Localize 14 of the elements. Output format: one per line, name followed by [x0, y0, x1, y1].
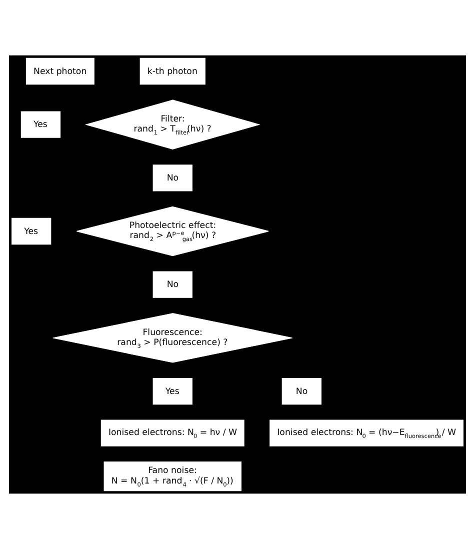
node-box: Yes	[11, 217, 51, 244]
node-diamond: Photoelectric effect: rand$_{2}$ > A$^{p−e}$$_{gas}$(hν) ?	[76, 206, 268, 256]
node-box: No	[152, 270, 192, 298]
node-box: Ionised electrons: N$_{0}$ = (hν−E$_{fluorescence}$) / W	[269, 419, 463, 446]
node-box: No	[281, 377, 321, 404]
node-box: Yes	[20, 110, 60, 138]
node-diamond: Filter: rand$_{1}$ > T$_{filter}$(hν) ?	[84, 99, 260, 149]
node-box: Next photon	[25, 57, 94, 84]
node-box: Ionised electrons: N$_{0}$ = hν / W	[100, 419, 244, 446]
node-box: k-th photon	[139, 57, 205, 84]
node-diamond: Fluorescence: rand$_{3}$ > P(fluorescence) ?	[52, 312, 292, 362]
node-box: No	[152, 164, 192, 191]
node-box: Yes	[152, 377, 192, 404]
node-box: Fano noise: N = N$_{0}$(1 + rand$_{4}$ · √(F / N$_{0}$))	[103, 461, 241, 491]
